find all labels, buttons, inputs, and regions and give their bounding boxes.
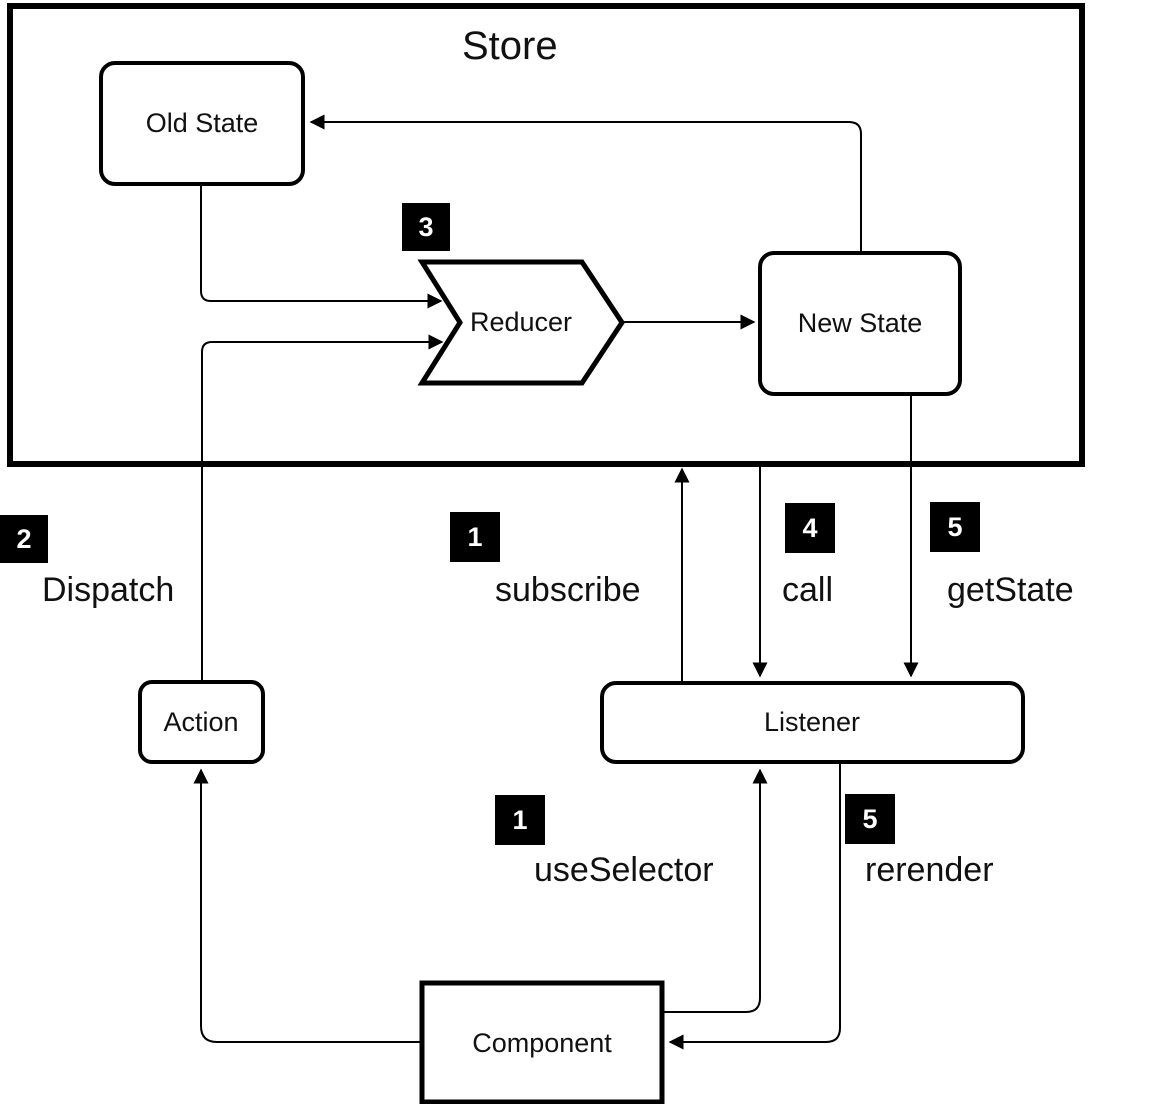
badge-step2: 2 <box>16 524 31 554</box>
node-reducer-chevron <box>417 259 625 386</box>
label-getstate: getState <box>947 571 1074 609</box>
label-dispatch: Dispatch <box>42 571 174 609</box>
node-new-state <box>758 251 962 396</box>
node-action-label: Action <box>163 707 238 737</box>
badge-step4: 4 <box>802 513 817 543</box>
label-call: call <box>782 571 833 609</box>
edge-component-to-action <box>193 768 422 1043</box>
badge-step5-getstate-box <box>930 502 980 552</box>
edge-listener-to-component-rerender <box>668 762 841 1050</box>
badge-step1-useselector: 1 <box>512 805 527 835</box>
store-container-box <box>7 3 1085 467</box>
node-component <box>419 980 665 1104</box>
badge-step4-box <box>785 503 835 553</box>
node-old-state-label: Old State <box>146 108 259 138</box>
badge-step1-useselector-box <box>495 795 545 845</box>
badge-step2-box <box>0 515 48 563</box>
node-component-label: Component <box>472 1028 612 1058</box>
node-listener-label: Listener <box>764 707 860 737</box>
label-useselector: useSelector <box>534 851 714 889</box>
edge-component-to-listener-useselector <box>662 768 768 1013</box>
badge-step1-subscribe-box <box>450 512 500 562</box>
node-new-state-label: New State <box>798 308 923 338</box>
node-listener <box>600 681 1025 764</box>
edge-action-to-reducer-dispatch <box>201 334 444 682</box>
node-reducer-label: Reducer <box>470 307 572 337</box>
store-title: Store <box>462 24 558 68</box>
node-action <box>138 680 265 764</box>
edge-newstate-to-oldstate <box>309 114 862 253</box>
badge-step5-rerender-box <box>845 794 895 844</box>
edge-oldstate-to-reducer <box>200 184 443 309</box>
badge-step3-box <box>402 203 450 251</box>
badge-step5-rerender: 5 <box>862 804 877 834</box>
label-subscribe: subscribe <box>495 571 641 609</box>
badge-step5-getstate: 5 <box>947 512 962 542</box>
badge-step3: 3 <box>418 212 433 242</box>
node-old-state <box>99 61 305 186</box>
label-rerender: rerender <box>865 851 994 889</box>
badge-step1-subscribe: 1 <box>467 522 482 552</box>
